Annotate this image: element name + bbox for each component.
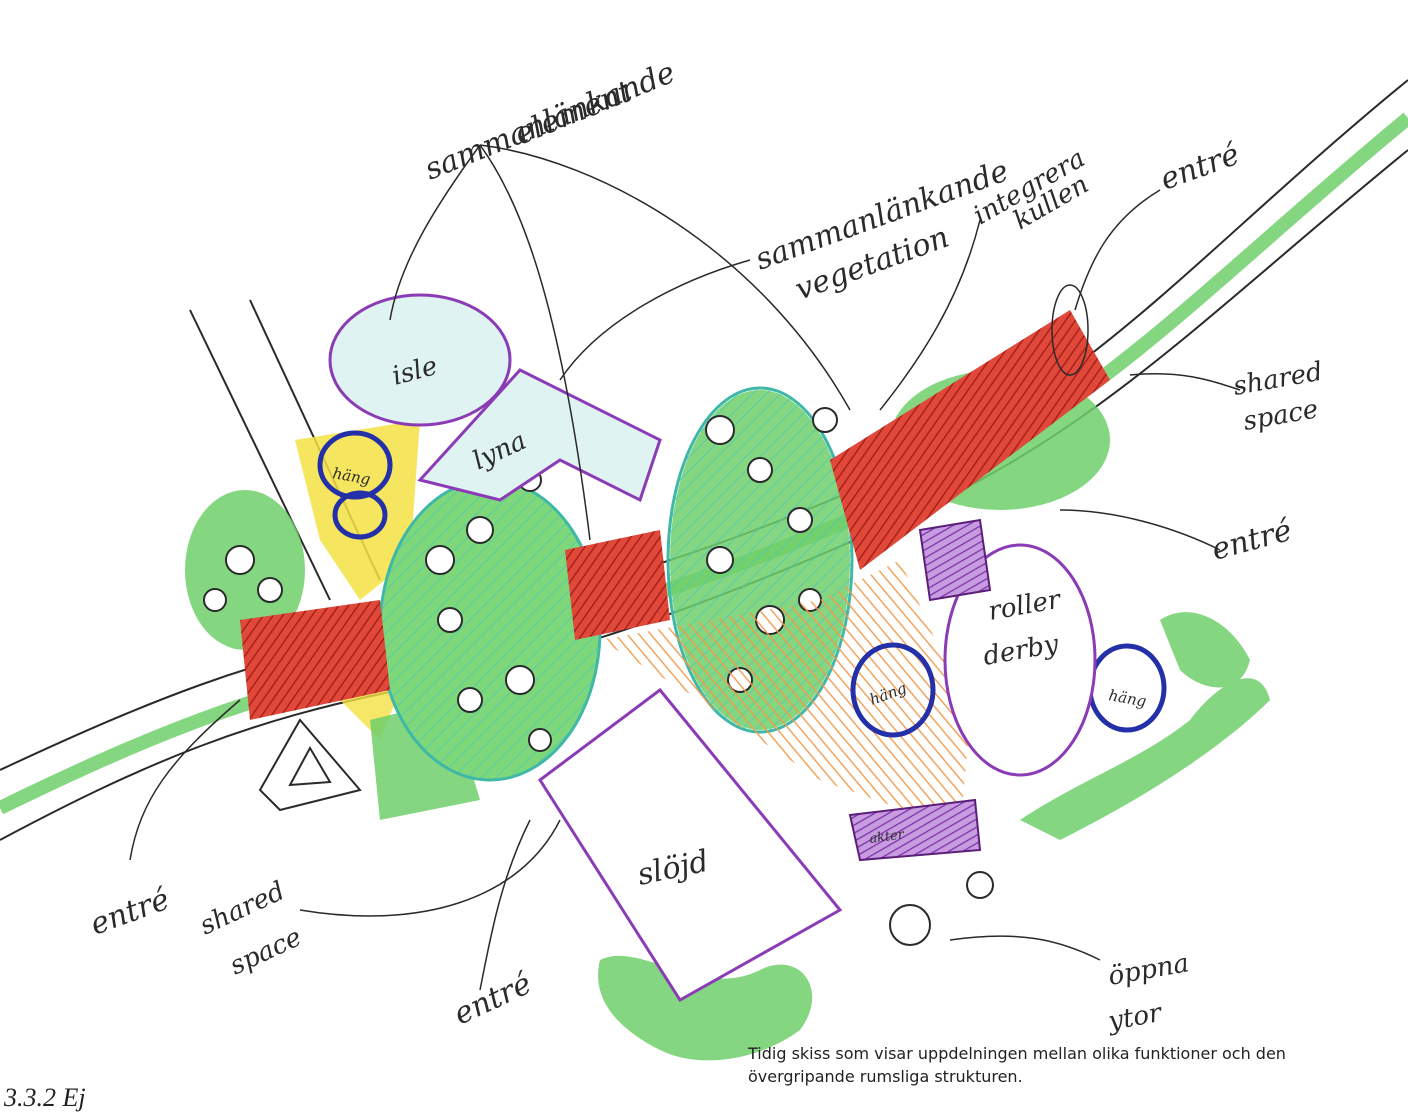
label-entre-top: entré <box>1156 137 1244 198</box>
label-shared-left-2: space <box>225 922 306 981</box>
section-heading: 3.3.2 Ej <box>4 1083 86 1113</box>
open-space-trees <box>890 872 993 945</box>
label-oppna: öppna <box>1106 948 1191 992</box>
label-shared-right-2: space <box>1241 394 1321 437</box>
label-ytor: ytor <box>1105 998 1165 1037</box>
label-entre-left: entré <box>86 882 174 943</box>
entrance-triangle <box>260 720 360 810</box>
label-entre-right: entré <box>1208 513 1296 568</box>
label-sammanlankande-element-2: element <box>510 74 638 153</box>
label-entre-bottom: entré <box>449 966 537 1032</box>
svg-text:element: element <box>510 74 638 153</box>
label-hang-3: häng <box>1107 686 1147 710</box>
figure-caption: Tidig skiss som visar uppdelningen mella… <box>748 1042 1348 1088</box>
